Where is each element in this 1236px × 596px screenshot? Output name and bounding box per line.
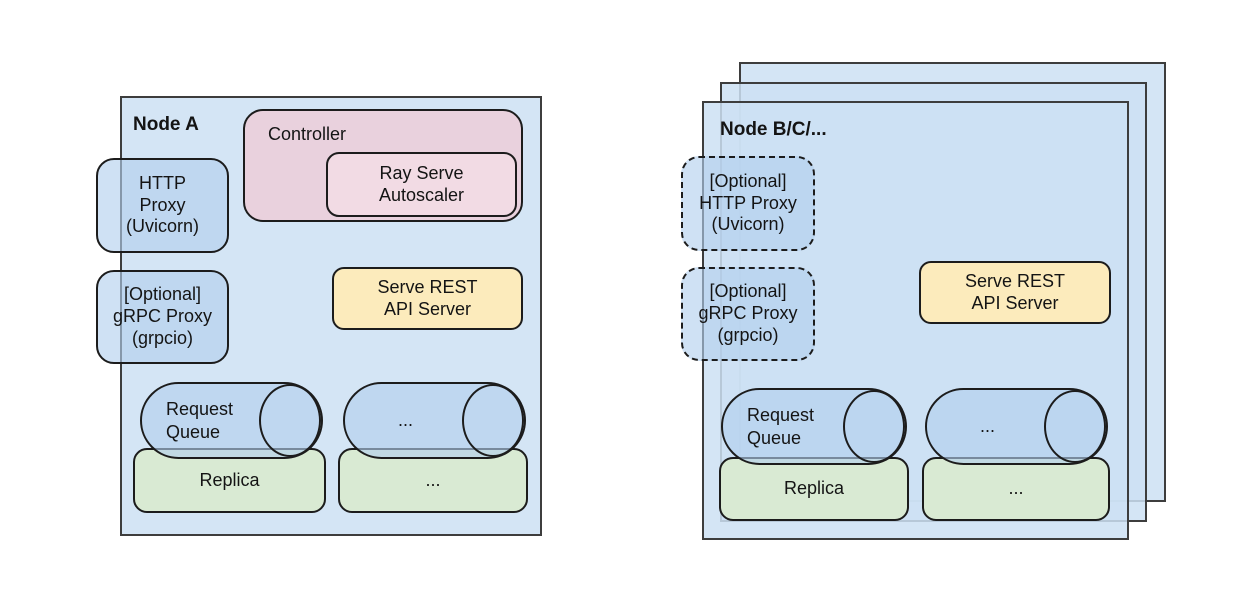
cylinder-cap: [1044, 390, 1106, 463]
cylinder-cap: [259, 384, 321, 457]
queue-ellipsis-label: ...: [397, 410, 413, 431]
queue-ellipsis-cylinder-node-a: ...: [343, 382, 526, 459]
request-queue-cylinder-node-bc: Request Queue: [721, 388, 907, 465]
request-queue-label: Request Queue: [166, 399, 234, 442]
http-proxy-box: HTTP Proxy (Uvicorn): [96, 158, 229, 253]
queue-ellipsis-cylinder-node-bc: ...: [925, 388, 1108, 465]
replica-box-node-bc: Replica: [719, 457, 909, 521]
grpc-proxy-box: [Optional] gRPC Proxy (grpcio): [96, 270, 229, 364]
node-bc-title: Node B/C/...: [720, 119, 827, 140]
optional-grpc-proxy-box: [Optional] gRPC Proxy (grpcio): [681, 267, 815, 361]
optional-http-proxy-box: [Optional] HTTP Proxy (Uvicorn): [681, 156, 815, 251]
serve-rest-api-box-node-bc: Serve REST API Server: [919, 261, 1111, 324]
request-queue-label: Request Queue: [747, 405, 815, 448]
node-a-title: Node A: [133, 114, 199, 135]
ray-serve-autoscaler-box: Ray Serve Autoscaler: [326, 152, 517, 217]
request-queue-cylinder-node-a: Request Queue: [140, 382, 323, 459]
replica-ellipsis-box-node-bc: ...: [922, 457, 1110, 521]
controller-label: Controller: [268, 124, 347, 144]
cylinder-cap: [843, 390, 905, 463]
queue-ellipsis-label: ...: [979, 416, 995, 437]
serve-rest-api-box-node-a: Serve REST API Server: [332, 267, 523, 330]
cylinder-cap: [462, 384, 524, 457]
